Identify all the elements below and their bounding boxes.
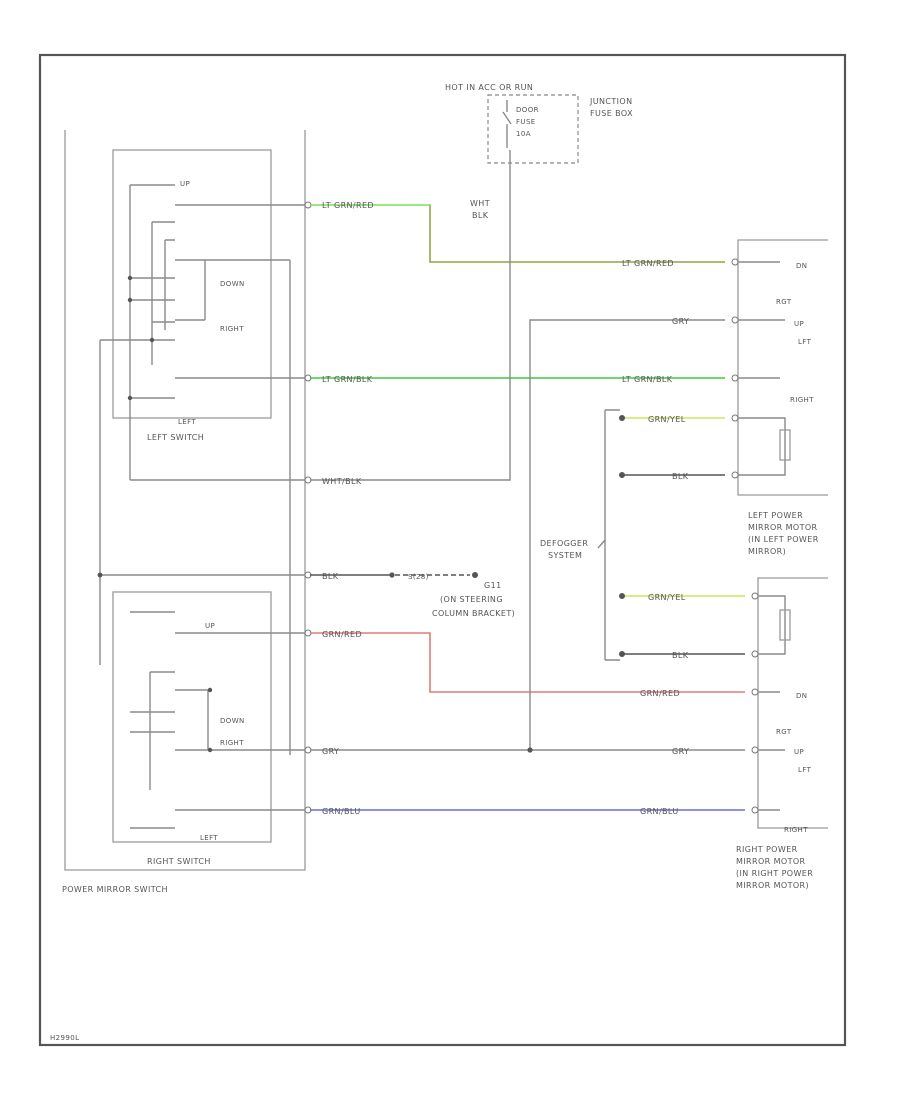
wire-lt-grn-blk: LT GRN/BLK LT GRN/BLK [310,375,725,384]
defogger-line-2: SYSTEM [548,551,582,560]
grn-yel-label-right: GRN/YEL [648,593,686,602]
grn-yel-label-left: GRN/YEL [648,415,686,424]
left-switch-left: LEFT [178,418,196,426]
footer-code: H2990L [50,1034,79,1042]
wire-grn-blu: GRN/BLU GRN/BLU [310,807,745,816]
left-mirror-right: RIGHT [790,396,814,404]
right-mirror-dn: DN [796,692,807,700]
right-mirror-label-2: MIRROR MOTOR [736,857,806,866]
left-mirror-label-1: LEFT POWER [748,511,803,520]
right-mirror-rgt: RGT [776,728,792,736]
right-switch-label: RIGHT SWITCH [147,857,211,866]
left-switch-up: UP [180,180,190,188]
left-mirror-label-2: MIRROR MOTOR [748,523,818,532]
lt-grn-red-label-switch: LT GRN/RED [322,201,374,210]
right-switch-left: LEFT [200,834,218,842]
left-mirror-up: UP [794,320,804,328]
grn-blu-label-mirror: GRN/BLU [640,807,679,816]
right-switch-up: UP [205,622,215,630]
gry-label-left-mirror: GRY [672,317,689,326]
ground-line-1: G11 [484,581,502,590]
power-mirror-switch-label: POWER MIRROR SWITCH [62,885,168,894]
right-mirror-motor: DN UP LFT RGT RIGHT RIGHT POWER MIRROR M… [736,577,828,890]
gry-label-right-mirror: GRY [672,747,689,756]
wht-blk-label: WHT/BLK [322,477,362,486]
right-mirror-lft: LFT [798,766,812,774]
wire-gry: GRY GRY GRY [310,317,745,756]
lt-grn-red-label-mirror: LT GRN/RED [622,259,674,268]
gry-label-switch: GRY [322,747,339,756]
left-mirror-lft: LFT [798,338,812,346]
ground-line-2: (ON STEERING [440,595,503,604]
left-switch-right: RIGHT [220,325,244,333]
ground-splice: S(28) [408,573,429,581]
blk-label-left-heater: BLK [672,472,689,481]
fuse-line-1: DOOR [516,106,539,114]
wire-wht-blk: WHT/BLK [310,150,511,486]
left-mirror-motor: DN UP LFT RGT RIGHT LEFT POWER MIRROR MO… [731,239,828,556]
wire-lt-grn-red: LT GRN/RED LT GRN/RED [310,201,725,268]
left-mirror-rgt: RGT [776,298,792,306]
right-mirror-label-1: RIGHT POWER [736,845,798,854]
feed-wire-line-1: WHT [470,199,490,208]
right-mirror-up: UP [794,748,804,756]
fuse-line-2: FUSE [516,118,536,126]
blk-label: BLK [322,572,339,581]
lt-grn-blk-label-mirror: LT GRN/BLK [622,375,673,384]
junction-fuse-box: HOT IN ACC OR RUN DOOR FUSE 10A JUNCTION… [445,83,633,220]
right-switch-right: RIGHT [220,739,244,747]
junction-box-line-1: JUNCTION [589,97,633,106]
blk-label-right-heater: BLK [672,651,689,660]
left-switch-label: LEFT SWITCH [147,433,204,442]
power-mirror-switch: POWER MIRROR SWITCH LEFT SWITCH UP DOWN … [62,130,306,894]
page-border [38,53,847,1047]
ground-line-3: COLUMN BRACKET) [432,609,515,618]
connector-pins [304,201,312,814]
grn-red-label-switch: GRN/RED [322,630,362,639]
wire-blk-ground: BLK S(28) G11 (ON STEERING COLUMN BRACKE… [97,572,515,618]
grn-blu-label-switch: GRN/BLU [322,807,361,816]
right-mirror-label-4: MIRROR MOTOR) [736,881,809,890]
left-switch-down: DOWN [220,280,245,288]
left-mirror-label-3: (IN LEFT POWER [748,535,819,544]
junction-box-line-2: FUSE BOX [590,109,633,118]
fuse-line-3: 10A [516,130,531,138]
wire-grn-red: GRN/RED GRN/RED [310,630,745,698]
defogger-system: DEFOGGER SYSTEM GRN/YEL BLK GRN/YEL BLK [540,409,745,661]
right-switch-down: DOWN [220,717,245,725]
lt-grn-blk-label-switch: LT GRN/BLK [322,375,373,384]
hot-label: HOT IN ACC OR RUN [445,83,533,92]
right-mirror-right: RIGHT [784,826,808,834]
left-mirror-label-4: MIRROR) [748,547,786,556]
grn-red-label-mirror: GRN/RED [640,689,680,698]
feed-wire-line-2: BLK [472,211,489,220]
left-mirror-dn: DN [796,262,807,270]
right-mirror-label-3: (IN RIGHT POWER [736,869,813,878]
defogger-line-1: DEFOGGER [540,539,588,548]
